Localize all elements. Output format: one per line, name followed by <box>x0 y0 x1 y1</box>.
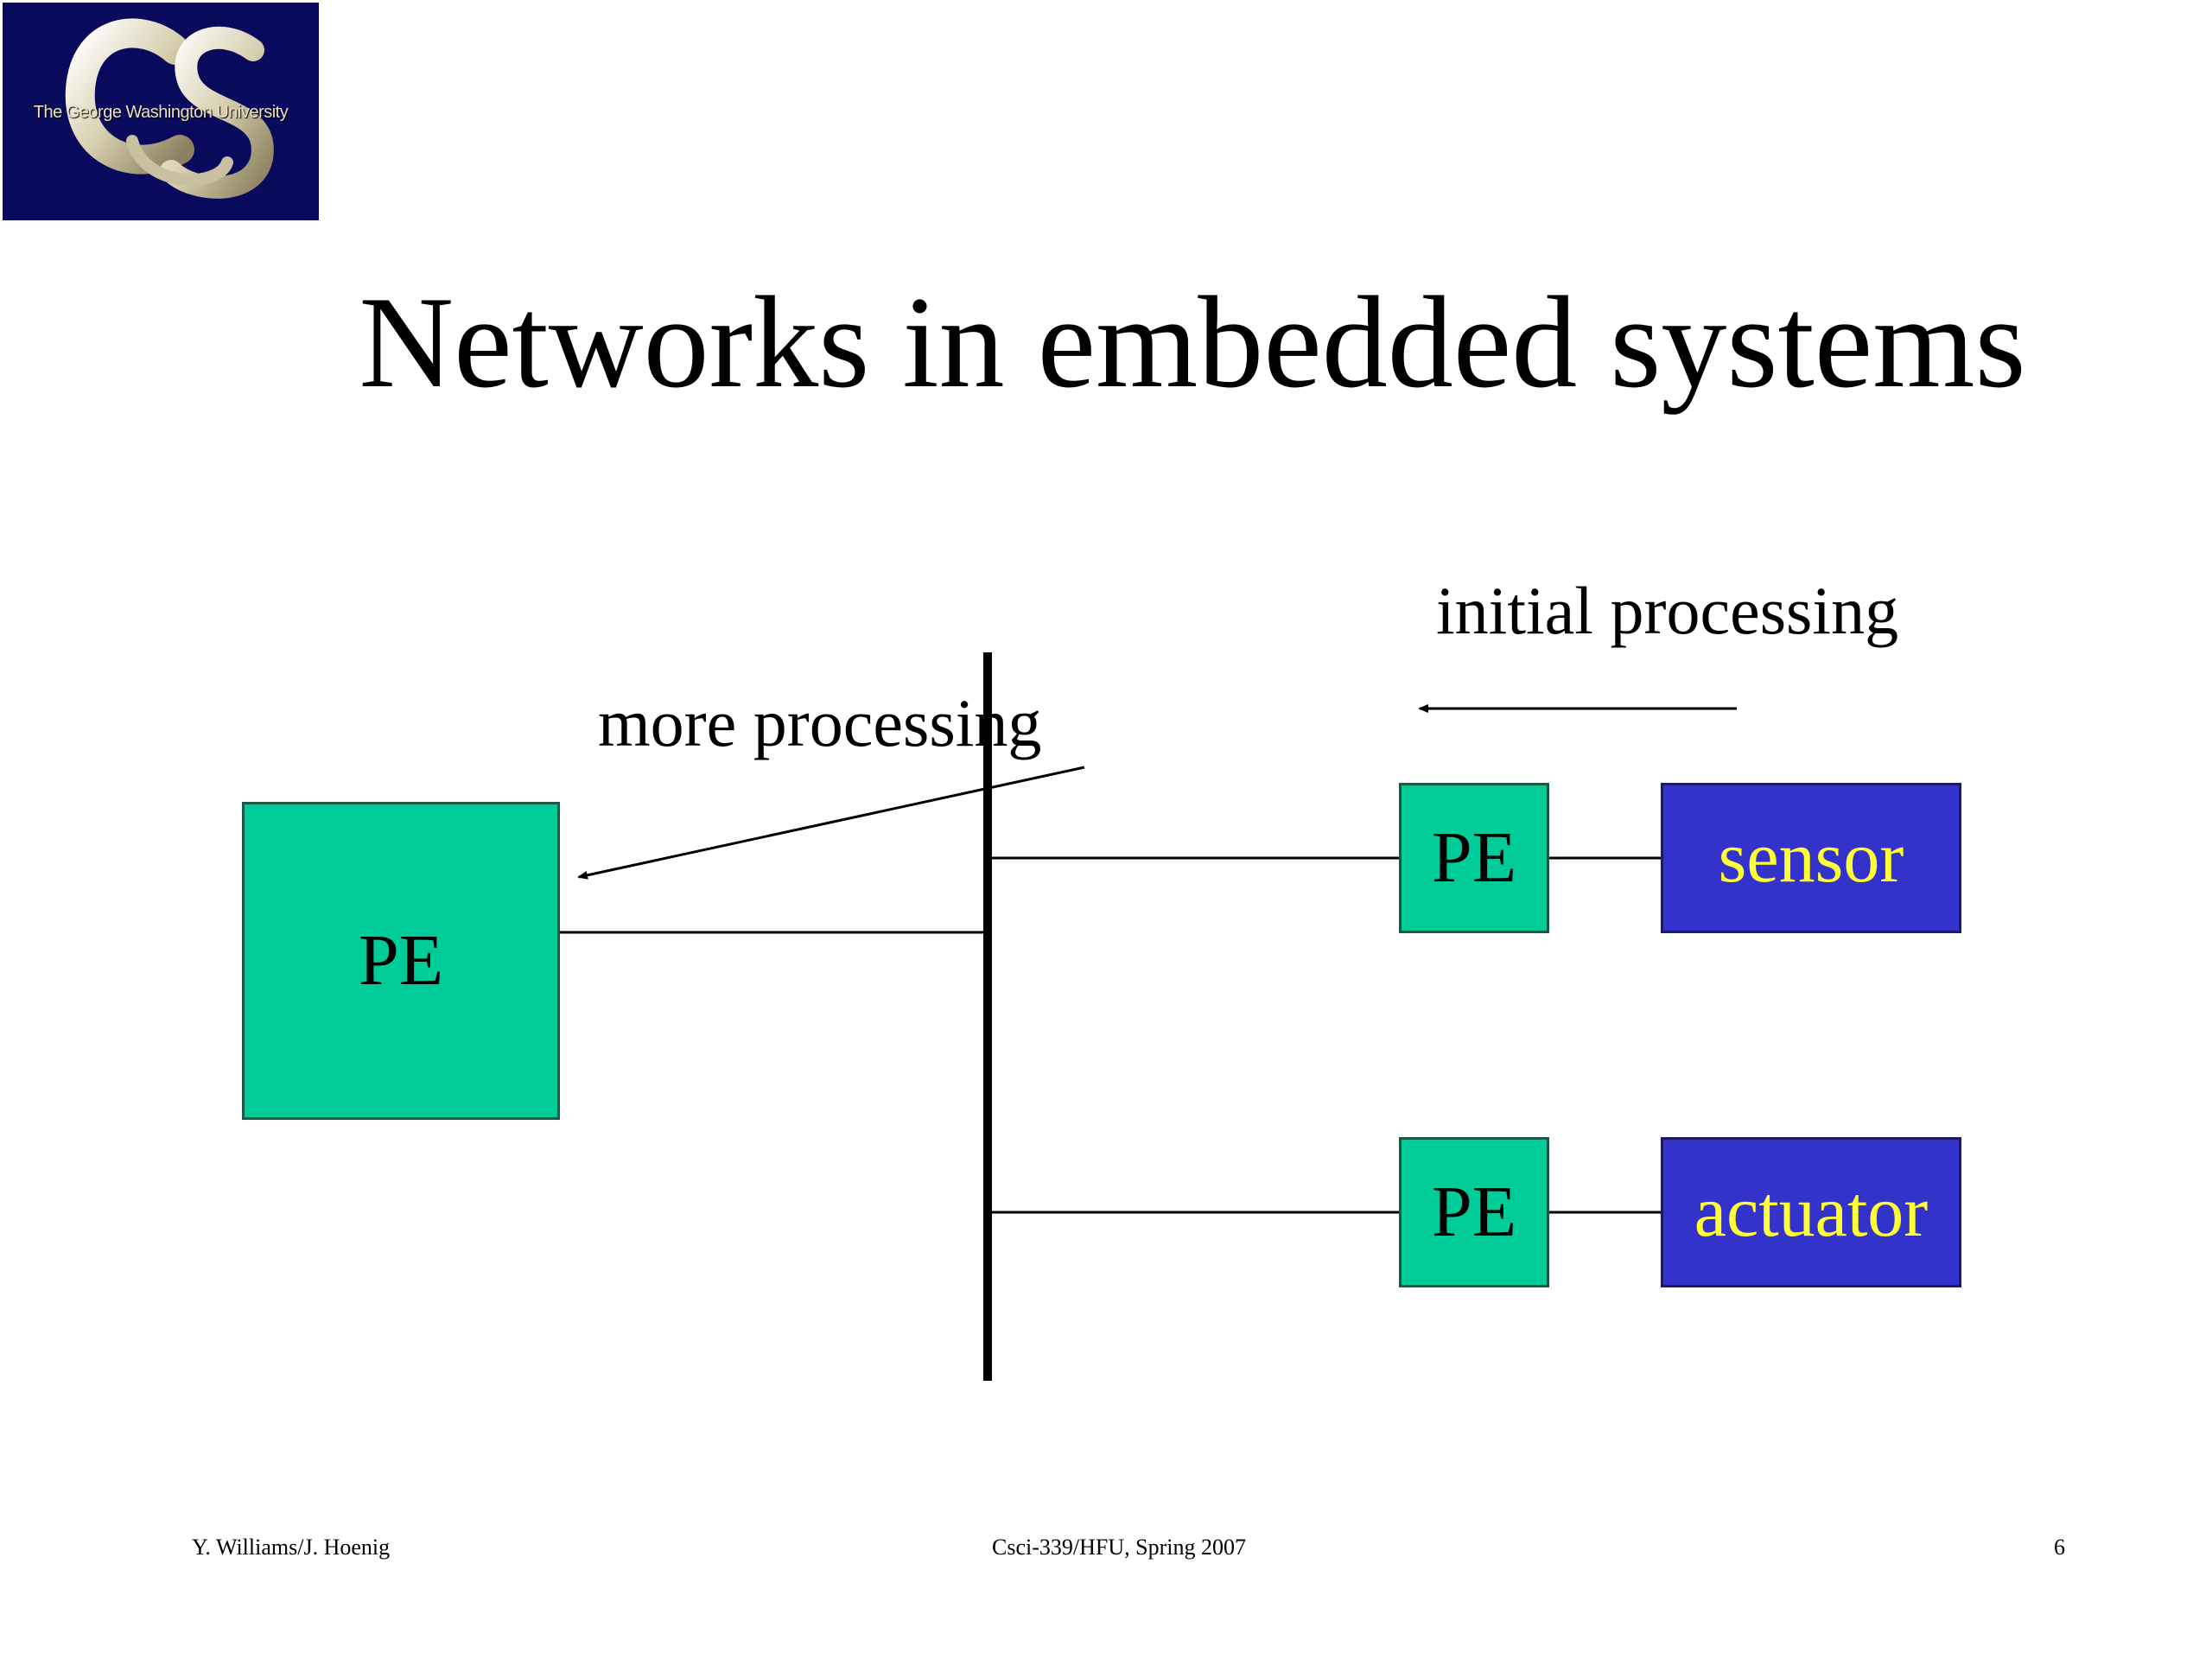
footer-author: Y. Williams/J. Hoenig <box>192 1535 391 1560</box>
sensor-box: sensor <box>1661 783 1961 933</box>
footer-page-number: 6 <box>2054 1535 2065 1560</box>
pe-main-box: PE <box>242 802 560 1120</box>
pe-actuator-box: PE <box>1399 1137 1549 1287</box>
gw-cs-logo: The George Washington University <box>3 3 319 220</box>
cs-monogram-icon <box>65 18 274 199</box>
actuator-label: actuator <box>1694 1172 1929 1252</box>
initial-processing-label: initial processing <box>1436 573 1899 648</box>
pe-sensor-label: PE <box>1431 817 1517 898</box>
pe-sensor-box: PE <box>1399 783 1549 933</box>
pe-main-label: PE <box>358 920 444 1001</box>
more-processing-label: more processing <box>598 685 1042 760</box>
slide-title: Networks in embedded systems <box>359 270 2026 415</box>
footer-course: Csci-339/HFU, Spring 2007 <box>992 1535 1246 1560</box>
logo-text: The George Washington University <box>33 103 289 122</box>
sensor-label: sensor <box>1718 817 1904 898</box>
pe-actuator-label: PE <box>1431 1172 1517 1252</box>
more-processing-arrow <box>577 766 1085 880</box>
actuator-box: actuator <box>1661 1137 1961 1287</box>
